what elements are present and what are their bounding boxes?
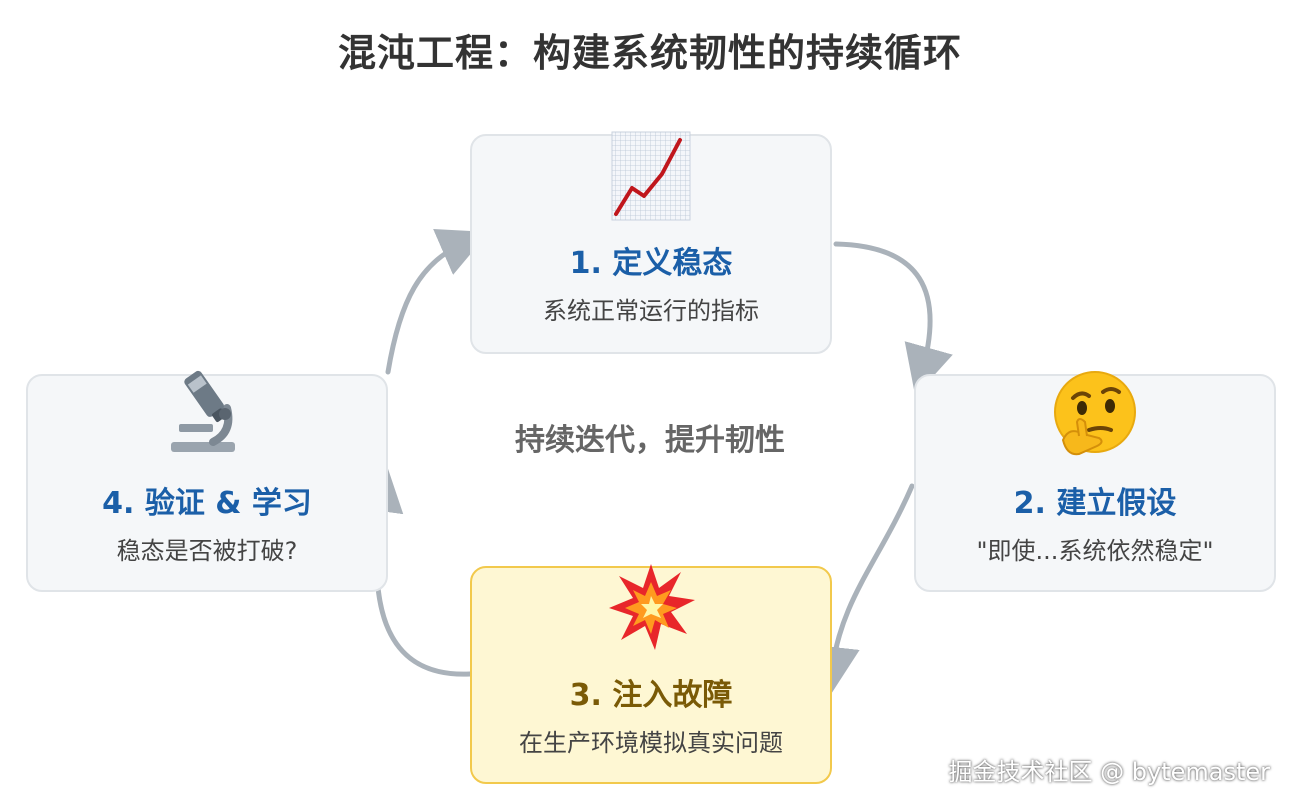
arrow-step4-to-step1 [385, 229, 489, 375]
step-4-desc: 稳态是否被打破? [116, 537, 298, 565]
diagram-title: 混沌工程：构建系统韧性的持续循环 [337, 31, 962, 75]
step-2-title: 2. 建立假设 [1013, 486, 1177, 521]
center-label: 持续迭代，提升韧性 [515, 423, 785, 458]
thinking-face-icon [1049, 368, 1141, 464]
arrow-step3-to-step4 [353, 461, 473, 677]
step-3-desc: 在生产环境模拟真实问题 [519, 729, 783, 757]
step-card-2: 2. 建立假设 "即使...系统依然稳定" [914, 371, 1276, 592]
step-2-desc: "即使...系统依然稳定" [976, 537, 1214, 565]
step-3-title: 3. 注入故障 [569, 678, 733, 713]
watermark: 掘金技术社区 @ bytemaster [948, 758, 1270, 786]
collision-icon [605, 560, 697, 656]
step-4-title: 4. 验证 & 学习 [102, 486, 312, 521]
step-card-3: 3. 注入故障 在生产环境模拟真实问题 [470, 564, 832, 784]
chart-increasing-icon [610, 130, 692, 226]
arrow-step2-to-step3 [809, 483, 915, 697]
arrow-step1-to-step2 [833, 241, 953, 397]
step-card-1: 1. 定义稳态 系统正常运行的指标 [470, 131, 832, 354]
microscope-icon [161, 368, 253, 464]
step-1-title: 1. 定义稳态 [569, 246, 733, 281]
step-card-4: 4. 验证 & 学习 稳态是否被打破? [26, 370, 388, 592]
step-1-desc: 系统正常运行的指标 [543, 297, 759, 325]
